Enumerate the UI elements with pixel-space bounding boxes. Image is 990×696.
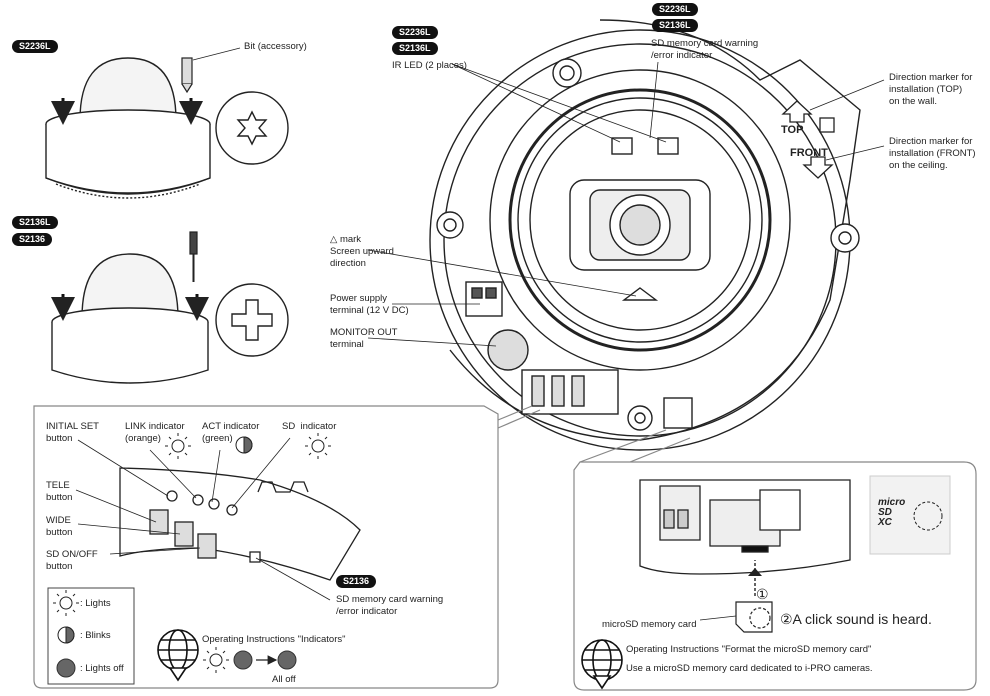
legend-blinks-icon [57, 626, 75, 644]
label-direction-top: Direction marker for installation (TOP) … [889, 72, 973, 107]
screwdriver-icon [189, 231, 198, 282]
phillips-screw-icon [215, 283, 289, 357]
legend-off: : Lights off [80, 663, 124, 674]
inset-leader-lines [75, 437, 331, 601]
label-initial-set: INITIAL SET button [46, 421, 99, 444]
label-step1: ① [756, 586, 769, 602]
label-link: LINK indicator (orange) [125, 421, 185, 444]
label-sd-onoff: SD ON/OFF button [46, 549, 98, 572]
inset-left-device [119, 467, 361, 581]
inset-right-device [639, 479, 851, 575]
label-ir-led: IR LED (2 places) [392, 60, 467, 71]
globe-book-icon-2 [581, 639, 623, 690]
label-microsd: microSD memory card [602, 619, 697, 630]
ref-dedicated: Use a microSD memory card dedicated to i… [626, 663, 873, 674]
label-tele: TELE button [46, 480, 73, 503]
label-sd-warning-top: SD memory card warning /error indicator [651, 38, 759, 61]
link-lights-icon [165, 433, 191, 459]
globe-book-icon [157, 629, 199, 682]
label-direction-front: Direction marker for installation (FRONT… [889, 136, 976, 171]
badge-s2136-inset: S2136 [336, 575, 377, 588]
dome-camera-s2236l [45, 57, 211, 199]
legend-lights: : Lights [80, 598, 111, 609]
act-blinks-icon [235, 436, 253, 454]
sequence-off-icon-1 [233, 650, 253, 670]
ref-format[interactable]: Operating Instructions "Format the micro… [626, 644, 872, 655]
sequence-off-icon-2 [277, 650, 297, 670]
camera-base [429, 19, 861, 451]
sd-lights-icon [305, 433, 331, 459]
badge-s2136l-ir: S2136L [392, 42, 438, 55]
ref-indicators[interactable]: Operating Instructions "Indicators" [202, 634, 346, 645]
label-click-sound: ②A click sound is heard. [780, 611, 932, 627]
label-all-off: All off [272, 674, 296, 685]
legend-blinks: : Blinks [80, 630, 111, 641]
legend-lights-icon [53, 590, 79, 616]
label-monitor: MONITOR OUT terminal [330, 327, 398, 350]
label-bit: Bit (accessory) [244, 41, 307, 52]
label-sd-warning-inset: SD memory card warning /error indicator [336, 594, 444, 617]
badge-s2136l-sd: S2136L [652, 19, 698, 32]
torx-screw-icon [215, 91, 289, 165]
logo-highlight [913, 501, 943, 531]
dome-camera-s2136 [51, 253, 209, 384]
badge-s2236l-sd: S2236L [652, 3, 698, 16]
front-direction-marker [802, 156, 834, 179]
badge-s2136l-left: S2136L [12, 216, 58, 229]
label-sd-indicator: SD indicator [282, 421, 337, 432]
leader-lines [367, 61, 885, 347]
label-power: Power supply terminal (12 V DC) [330, 293, 409, 316]
microsd-card [735, 601, 773, 633]
badge-s2236l-ir: S2236L [392, 26, 438, 39]
top-mark-text: TOP [781, 124, 804, 136]
label-screen-mark: △ mark Screen upward direction [330, 234, 394, 269]
sdxc-logo-card [869, 475, 951, 555]
badge-s2136-left: S2136 [12, 233, 53, 246]
label-act: ACT indicator (green) [202, 421, 260, 444]
sdxc-logo: micro SD XC [878, 497, 906, 528]
bit-icon [181, 57, 193, 94]
label-wide: WIDE button [46, 515, 73, 538]
legend-off-icon [56, 658, 76, 678]
sequence-lights-icon [203, 647, 229, 673]
top-direction-marker [781, 100, 835, 133]
front-mark-text: FRONT [790, 147, 828, 159]
badge-s2236l: S2236L [12, 40, 58, 53]
